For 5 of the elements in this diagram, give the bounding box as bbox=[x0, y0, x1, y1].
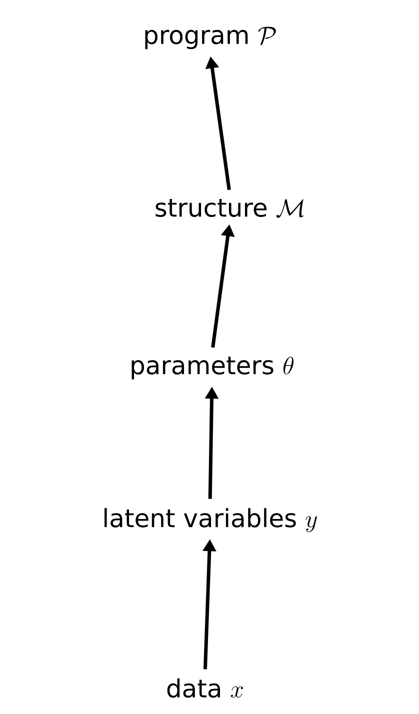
node-label: data $x$ bbox=[167, 678, 243, 698]
node-label: parameters $\theta$ bbox=[132, 356, 294, 380]
node-label: structure $\mathcal{M}$ bbox=[156, 199, 304, 218]
node-label: latent variables $y$ bbox=[104, 508, 317, 532]
node-label: program $\mathcal{P}$ bbox=[145, 26, 276, 50]
